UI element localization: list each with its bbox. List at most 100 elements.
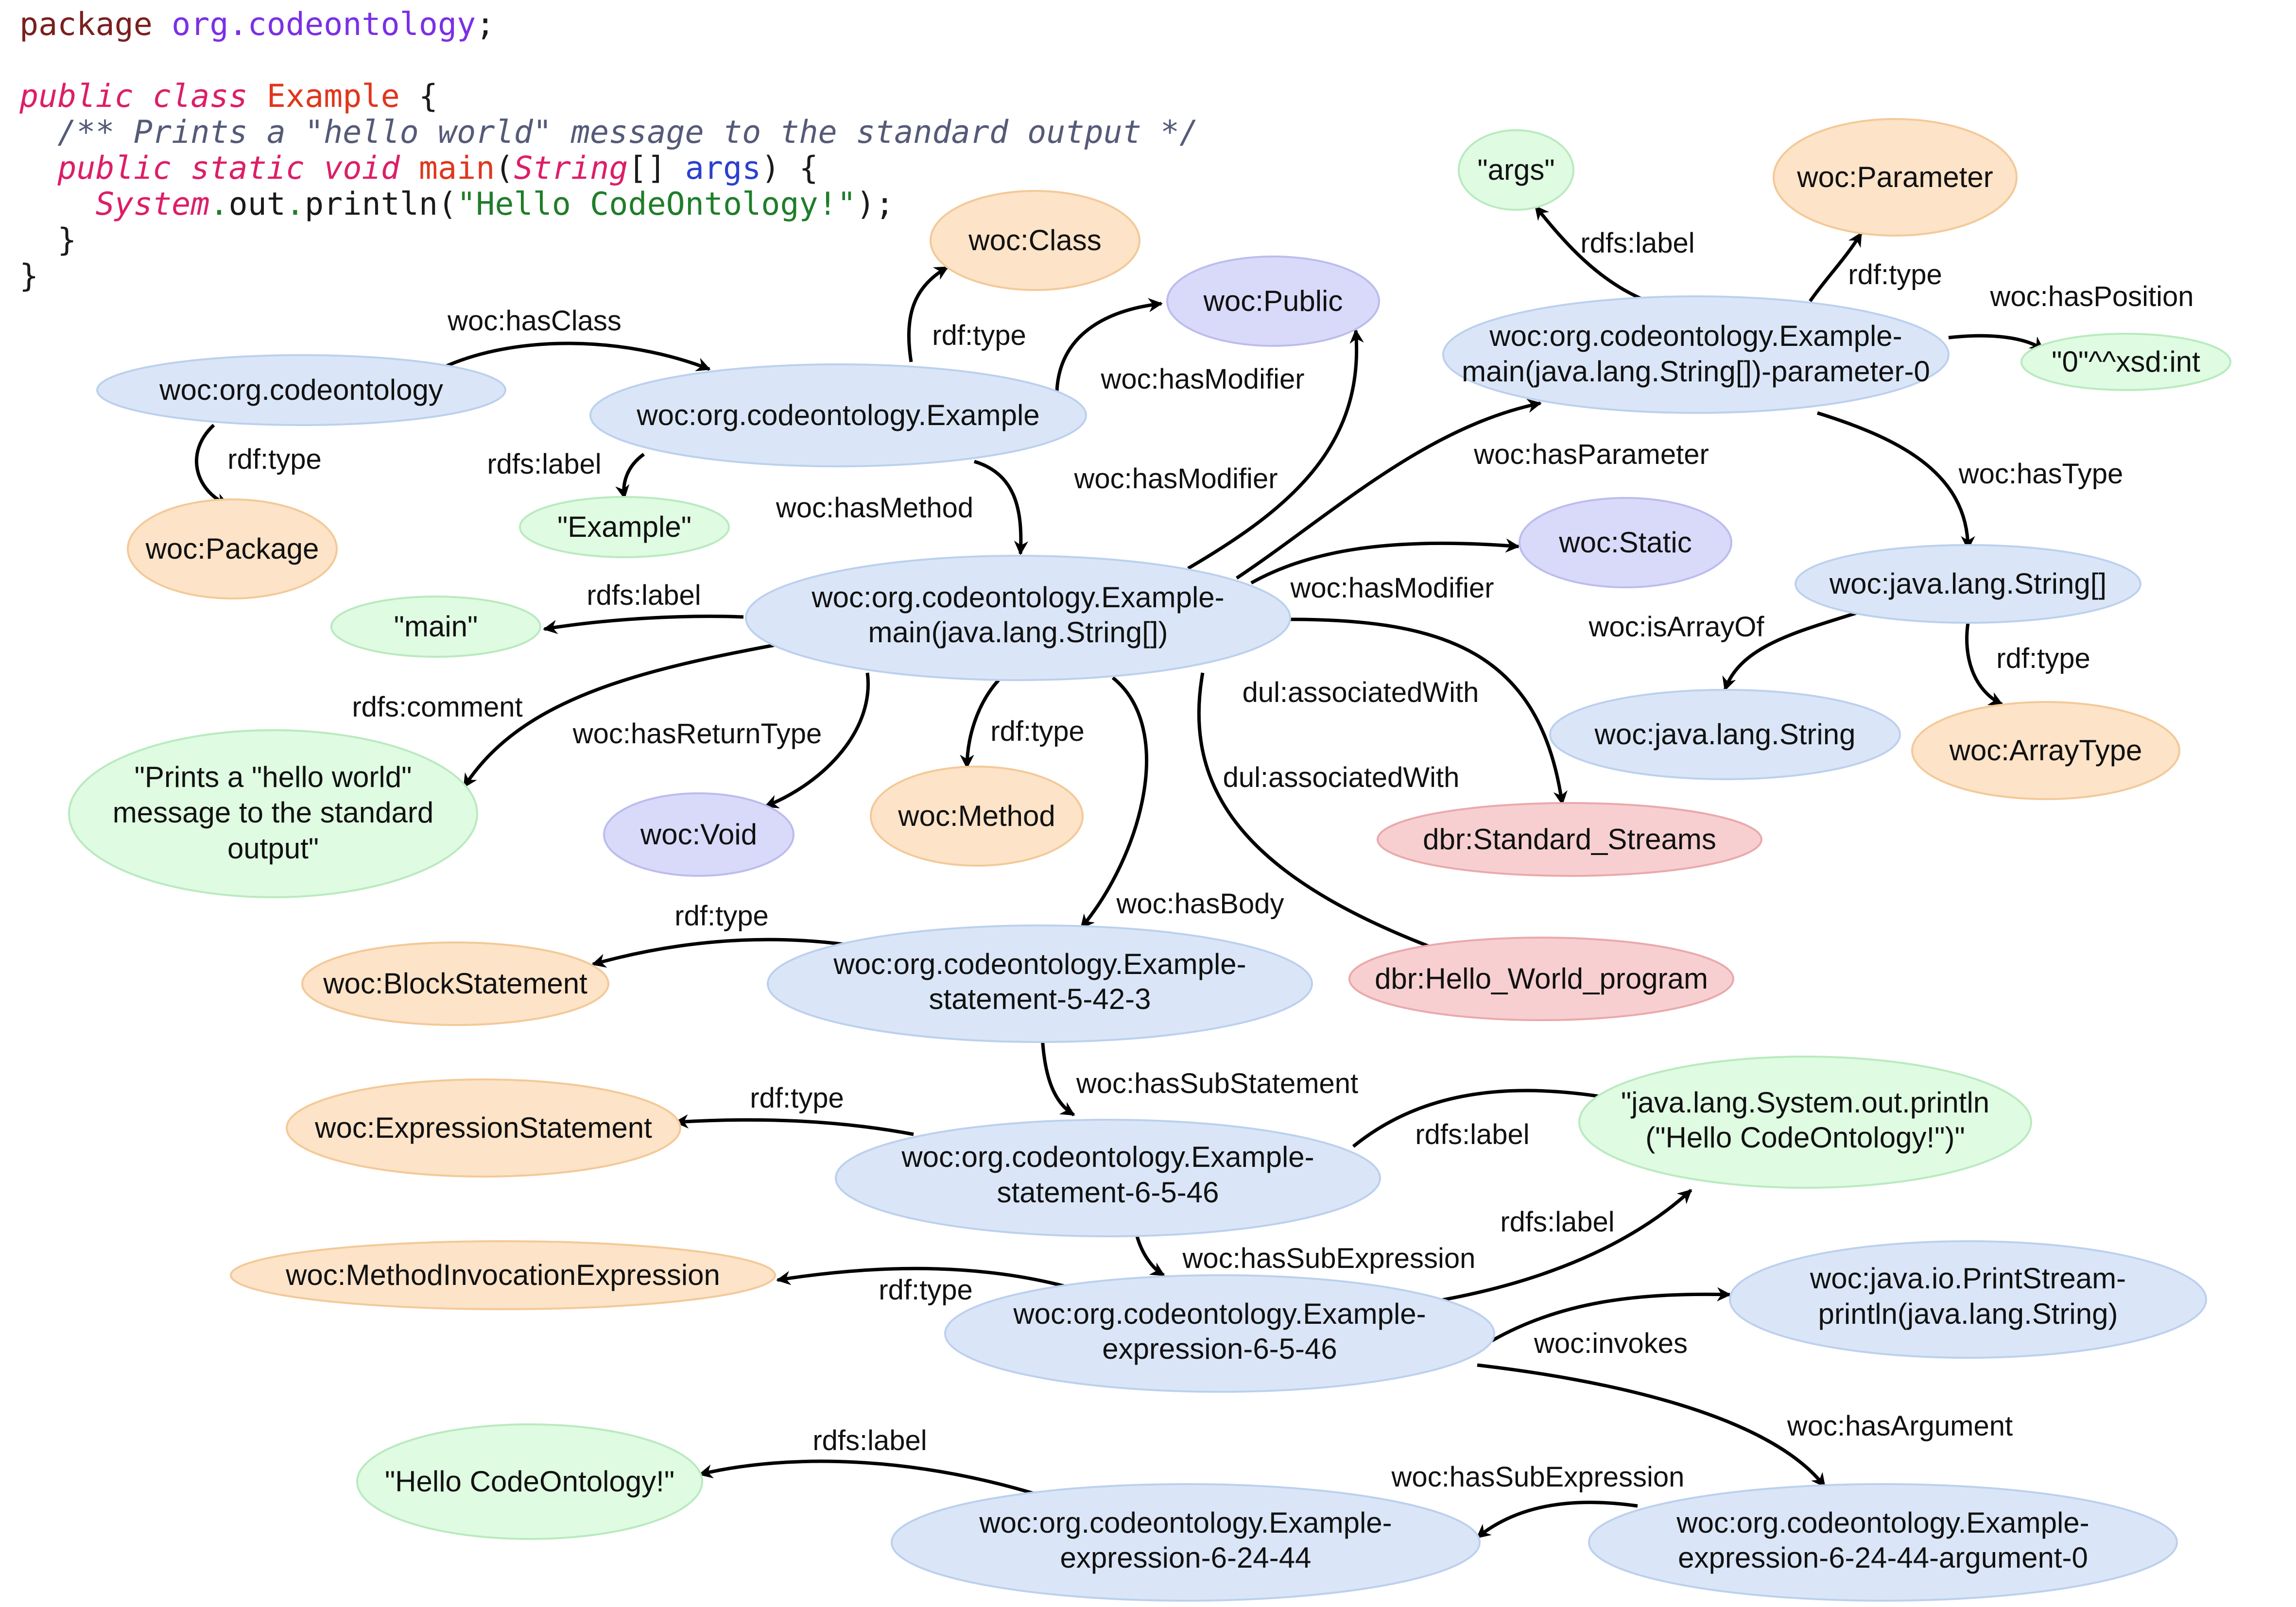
code-keyword: class [152, 78, 248, 115]
edge-labels: woc:hasClass rdf:type rdf:type rdfs:labe… [227, 227, 2193, 1493]
code-punct: ( [495, 150, 514, 187]
code-brace: } [19, 258, 39, 294]
code-punct: ); [856, 186, 895, 222]
node-resource-expression-6-24-44: woc:org.codeontology.Example- expression… [891, 1483, 1481, 1602]
svg-text:woc:org.codeontology.Example-: woc:org.codeontology.Example- [979, 1506, 1392, 1539]
edge-label-stmt2-subexpr: woc:hasSubExpression [1182, 1243, 1476, 1274]
java-source-code: package org.codeontology; public class E… [19, 7, 1198, 294]
edge-expr1-argument [1477, 1363, 1826, 1488]
node-type-arraytype: woc:ArrayType [1911, 701, 2180, 800]
edges [195, 205, 2045, 1539]
edge-label-param-type: rdf:type [1848, 259, 1942, 291]
edge-label-param-position: woc:hasPosition [1989, 281, 2193, 312]
edge-label-class-type: rdf:type [932, 320, 1026, 351]
edge-main-type [960, 679, 1000, 769]
svg-text:woc:java.lang.String: woc:java.lang.String [1594, 718, 1856, 751]
code-keyword: package [19, 6, 153, 43]
node-modifier-void: woc:Void [603, 792, 794, 877]
code-punct: . [285, 186, 305, 222]
code-punct: ; [476, 6, 495, 43]
svg-text:"0"^^xsd:int: "0"^^xsd:int [2052, 345, 2200, 378]
edge-main-associated-hello [1197, 672, 1459, 959]
svg-text:"Hello CodeOntology!": "Hello CodeOntology!" [385, 1465, 674, 1498]
edge-stmt2-label [1352, 1089, 1624, 1148]
edge-expr3-subexpr [1476, 1501, 1638, 1539]
svg-text:dbr:Standard_Streams: dbr:Standard_Streams [1423, 823, 1716, 855]
code-keyword: public [19, 78, 134, 115]
code-keyword: static [190, 150, 305, 187]
node-type-package: woc:Package [127, 498, 338, 599]
code-keyword: public [57, 150, 172, 187]
code-method-name: main [418, 150, 495, 187]
code-class-name: Example [266, 78, 400, 115]
node-dbpedia-hello-world: dbr:Hello_World_program [1348, 937, 1734, 1021]
svg-text:message to the standard: message to the standard [113, 796, 433, 829]
svg-text:expression-6-5-46: expression-6-5-46 [1102, 1333, 1337, 1365]
svg-text:"Example": "Example" [557, 511, 691, 543]
edge-main-label [543, 615, 744, 634]
node-resource-printstream-println: woc:java.io.PrintStream- println(java.la… [1729, 1240, 2207, 1359]
edge-main-associated-streams [1290, 617, 1568, 805]
edge-label-stmt2-label: rdfs:label [1415, 1119, 1529, 1150]
edge-stmt1-type [591, 938, 848, 968]
svg-text:expression-6-24-44: expression-6-24-44 [1060, 1541, 1312, 1574]
edge-label-main-hasbody: woc:hasBody [1116, 888, 1284, 920]
edge-expr1-label [1431, 1189, 1692, 1304]
edge-param-position [1948, 334, 2045, 351]
node-literal-zero: "0"^^xsd:int [2020, 333, 2231, 391]
code-punct: ) { [761, 150, 818, 187]
svg-text:println(java.lang.String): println(java.lang.String) [1818, 1298, 2118, 1330]
svg-text:woc:org.codeontology.Example-: woc:org.codeontology.Example- [1013, 1298, 1426, 1330]
svg-text:main(java.lang.String[])-param: main(java.lang.String[])-parameter-0 [1462, 355, 1930, 388]
edge-label-array-type: rdf:type [1996, 643, 2090, 674]
node-resource-statement-5-42-3: woc:org.codeontology.Example- statement-… [767, 924, 1313, 1043]
svg-text:woc:ArrayType: woc:ArrayType [1949, 734, 2142, 767]
node-resource-main-method: woc:org.codeontology.Example- main(java.… [745, 555, 1291, 681]
edge-label-expr2-label: rdfs:label [812, 1425, 927, 1456]
edge-array-type [1965, 622, 2003, 706]
edge-class-label [615, 453, 645, 499]
edge-label-class-modifier: woc:hasModifier [1100, 363, 1304, 395]
svg-text:("Hello CodeOntology!")": ("Hello CodeOntology!")" [1645, 1121, 1965, 1154]
svg-text:woc:org.codeontology.Example: woc:org.codeontology.Example [636, 399, 1039, 431]
node-literal-println: "java.lang.System.out.println ("Hello Co… [1578, 1056, 2032, 1189]
edge-main-returntype [764, 672, 870, 808]
edge-class-hasmethod [974, 460, 1029, 555]
node-resource-statement-6-5-46: woc:org.codeontology.Example- statement-… [835, 1119, 1381, 1237]
svg-text:woc:Public: woc:Public [1203, 285, 1343, 317]
node-resource-example-class: woc:org.codeontology.Example [589, 363, 1087, 467]
svg-text:woc:java.lang.String[]: woc:java.lang.String[] [1829, 567, 2106, 600]
edge-label-main-returntype: woc:hasReturnType [572, 718, 822, 750]
node-dbpedia-standard-streams: dbr:Standard_Streams [1377, 802, 1762, 877]
edge-label-main-assoc-1: dul:associatedWith [1243, 677, 1479, 708]
edge-param-type [1809, 232, 1863, 303]
nodes: woc:org.codeontology woc:org.codeontolog… [68, 118, 2231, 1602]
node-literal-comment: "Prints a "hello world" message to the s… [68, 729, 478, 898]
node-type-expressionstatement: woc:ExpressionStatement [286, 1078, 681, 1178]
code-argument: args [685, 150, 761, 187]
node-literal-example: "Example" [519, 496, 730, 558]
node-resource-expression-6-5-46: woc:org.codeontology.Example- expression… [944, 1274, 1495, 1393]
node-type-methodinvocation: woc:MethodInvocationExpression [230, 1240, 776, 1310]
edge-hasclass [444, 342, 711, 372]
svg-text:main(java.lang.String[]): main(java.lang.String[]) [868, 616, 1168, 649]
svg-text:woc:BlockStatement: woc:BlockStatement [323, 967, 587, 1000]
code-namespace: org.codeontology [172, 6, 476, 43]
edge-class-type [907, 265, 949, 362]
code-punct: [] [628, 150, 685, 187]
edge-label-main-comment: rdfs:comment [352, 691, 522, 723]
code-system: System [95, 186, 210, 222]
node-literal-hello: "Hello CodeOntology!" [356, 1423, 703, 1540]
edge-main-hasparameter [1236, 399, 1542, 580]
edge-label-hasclass: woc:hasClass [447, 305, 621, 337]
edge-array-isarrayof [1722, 611, 1857, 691]
node-resource-java-string: woc:java.lang.String [1549, 689, 1901, 780]
edge-label-array-isarrayof: woc:isArrayOf [1588, 611, 1765, 643]
edge-label-package-type: rdf:type [227, 444, 321, 475]
code-call: println( [305, 186, 457, 222]
node-resource-string-array: woc:java.lang.String[] [1795, 544, 2141, 624]
node-type-method: woc:Method [870, 766, 1084, 867]
edge-stmt2-subexpr [1135, 1236, 1165, 1277]
svg-text:woc:MethodInvocationExpression: woc:MethodInvocationExpression [285, 1259, 720, 1291]
